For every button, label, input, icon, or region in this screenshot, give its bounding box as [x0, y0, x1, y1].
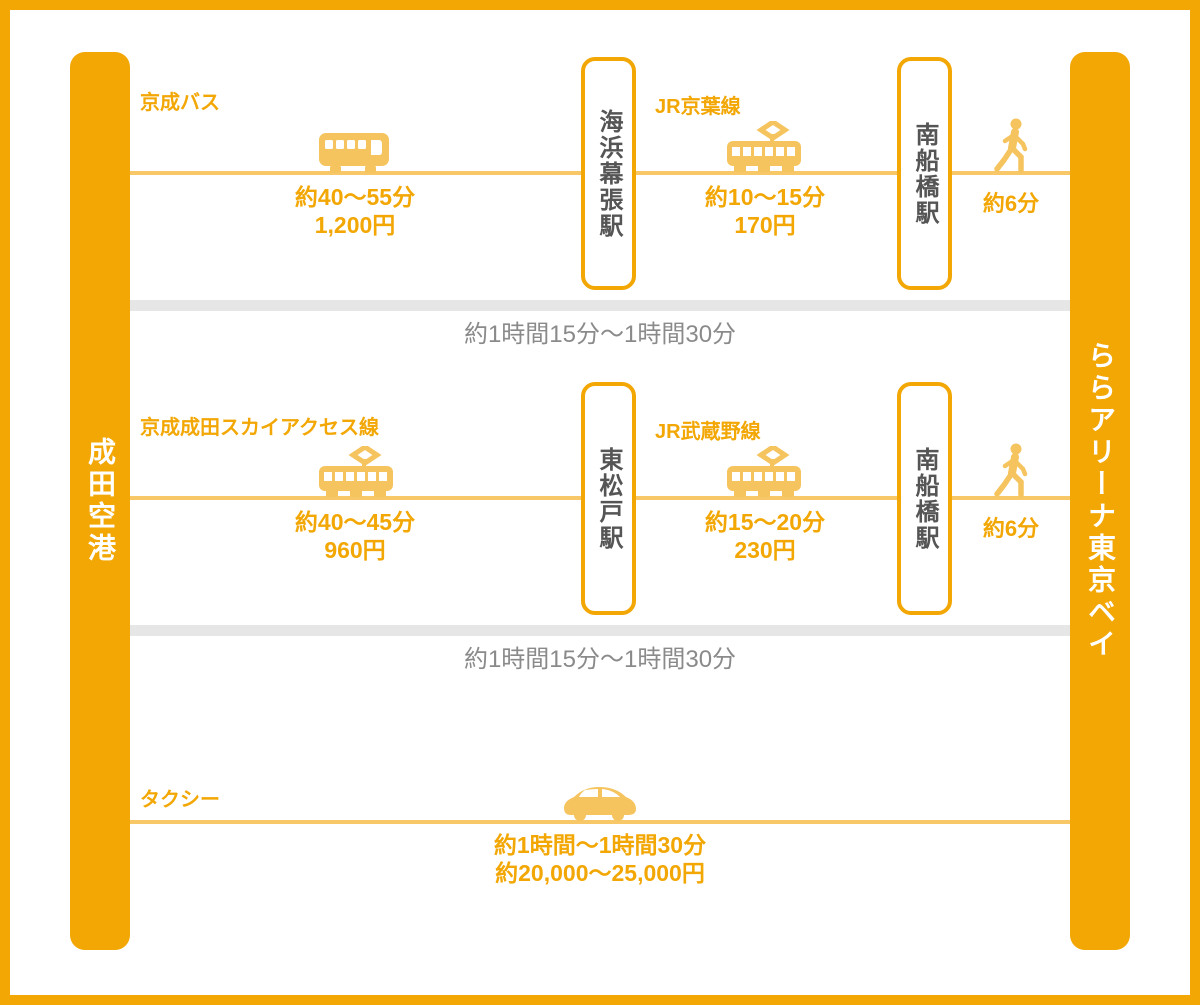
route2-walk-duration: 約6分 — [982, 516, 1040, 541]
station-box-kaihimmakuhari: 海浜幕張駅 — [581, 57, 636, 290]
fare-text: 1,200円 — [314, 212, 396, 238]
duration-text: 約10〜15分 — [704, 184, 826, 210]
fare-text: 960円 — [324, 537, 386, 563]
route2-total-time: 約1時間15分〜1時間30分 — [463, 646, 737, 673]
origin-bar: 成田空港 — [70, 52, 130, 950]
station-label: 東松戸駅 — [595, 446, 622, 551]
route-line — [952, 496, 1070, 500]
route1-leg2-label: JR京葉線 — [655, 96, 741, 118]
route1-leg1-label: 京成バス — [140, 92, 220, 114]
station-label: 南船橋駅 — [911, 446, 938, 551]
route-line — [636, 496, 898, 500]
walk-icon — [994, 118, 1028, 173]
station-label: 海浜幕張駅 — [595, 108, 622, 239]
duration-text: 約15〜20分 — [704, 509, 826, 535]
route1-total-time: 約1時間15分〜1時間30分 — [463, 321, 737, 348]
station-label: 南船橋駅 — [911, 121, 938, 226]
route1-walk-duration: 約6分 — [982, 191, 1040, 216]
fare-text: 230円 — [734, 537, 796, 563]
route2-leg1-label: 京成成田スカイアクセス線 — [140, 417, 379, 439]
car-icon — [564, 787, 636, 821]
route-line — [130, 820, 1070, 824]
route1-leg2-fare: 約10〜15分 170円 — [665, 183, 865, 239]
divider-bar — [130, 300, 1070, 311]
route-line — [636, 171, 898, 175]
fare-text: 170円 — [734, 212, 796, 238]
route3-fare: 約1時間〜1時間30分 約20,000〜25,000円 — [450, 831, 750, 887]
route2-leg2-label: JR武蔵野線 — [655, 421, 761, 443]
destination-label: ららアリーナ東京ベイ — [1085, 341, 1116, 661]
duration-text: 約40〜55分 — [294, 184, 416, 210]
duration-text: 約1時間〜1時間30分 — [493, 832, 707, 858]
route-line — [952, 171, 1070, 175]
station-box-minamifunabashi: 南船橋駅 — [897, 57, 952, 290]
route1-leg1-fare: 約40〜55分 1,200円 — [255, 183, 455, 239]
route-line — [130, 496, 582, 500]
bus-icon — [319, 133, 389, 173]
walk-icon — [994, 443, 1028, 498]
route2-leg2-fare: 約15〜20分 230円 — [665, 508, 865, 564]
origin-label: 成田空港 — [85, 437, 116, 565]
train-icon — [727, 446, 801, 497]
train-icon — [319, 446, 393, 497]
route3-leg1-label: タクシー — [140, 789, 220, 811]
fare-text: 約20,000〜25,000円 — [495, 860, 705, 886]
station-box-higashimatsudo: 東松戸駅 — [581, 382, 636, 615]
route2-leg1-fare: 約40〜45分 960円 — [255, 508, 455, 564]
destination-bar: ららアリーナ東京ベイ — [1070, 52, 1130, 950]
divider-bar — [130, 625, 1070, 636]
train-icon — [727, 121, 801, 172]
station-box-minamifunabashi: 南船橋駅 — [897, 382, 952, 615]
route-line — [130, 171, 582, 175]
duration-text: 約40〜45分 — [294, 509, 416, 535]
